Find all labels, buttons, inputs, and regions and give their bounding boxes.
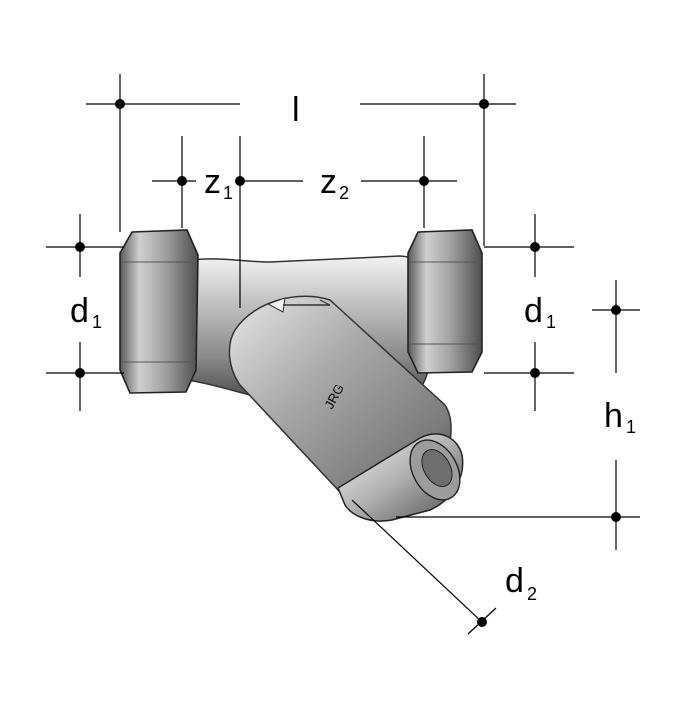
svg-text:l: l xyxy=(292,91,300,129)
svg-text:z: z xyxy=(204,163,221,201)
svg-text:1: 1 xyxy=(223,183,233,203)
svg-text:d: d xyxy=(70,292,89,330)
svg-text:1: 1 xyxy=(546,312,556,332)
label-d1-right: d 1 xyxy=(524,292,556,332)
svg-text:2: 2 xyxy=(339,183,349,203)
dimension-lines xyxy=(46,74,640,635)
svg-text:2: 2 xyxy=(527,584,537,604)
strainer-cap xyxy=(337,433,464,522)
label-d2: d 2 xyxy=(505,562,537,604)
left-hex-nut xyxy=(119,229,199,394)
svg-text:z: z xyxy=(320,163,337,201)
label-z1: z 1 xyxy=(204,163,233,203)
svg-text:1: 1 xyxy=(92,312,102,332)
valve-body: JRG xyxy=(119,229,483,522)
label-z2: z 2 xyxy=(320,163,349,203)
label-h1: h 1 xyxy=(604,397,636,437)
label-l: l xyxy=(292,91,300,129)
flow-arrow-icon xyxy=(266,297,331,313)
label-d1-left: d 1 xyxy=(70,292,102,332)
svg-text:1: 1 xyxy=(626,417,636,437)
svg-text:h: h xyxy=(604,397,623,435)
svg-text:d: d xyxy=(505,562,524,600)
svg-text:d: d xyxy=(524,292,543,330)
right-hex-nut xyxy=(407,229,483,374)
